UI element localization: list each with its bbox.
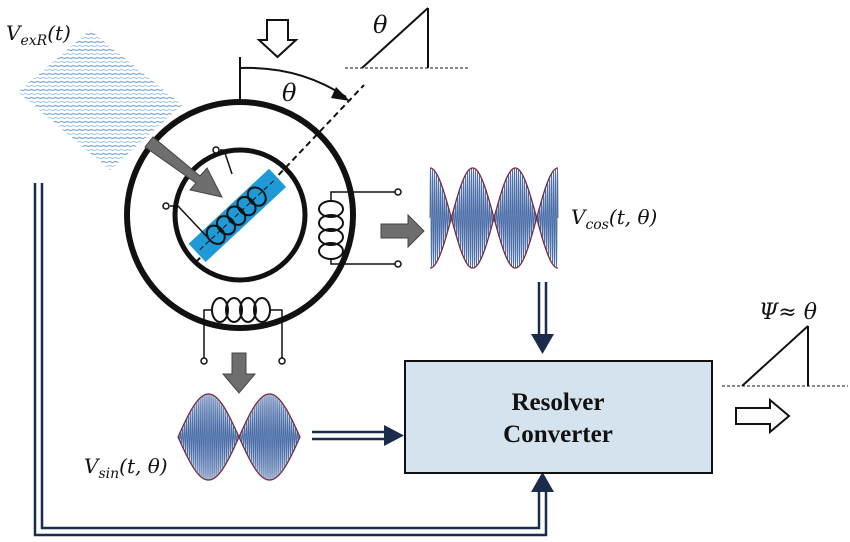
cos-waveform — [429, 167, 559, 269]
sin-waveform — [177, 393, 301, 481]
excitation-input-arrow — [144, 136, 223, 198]
sin-signal-label: Vsin(t, θ) — [84, 454, 168, 482]
output-ramp — [722, 325, 848, 387]
sin-output-arrow — [221, 352, 257, 394]
sin-to-converter-line — [312, 425, 404, 446]
sin-stator-coil — [200, 297, 286, 365]
hollow-output-arrow — [735, 397, 791, 435]
excitation-label: VexR(t) — [6, 21, 71, 49]
stator-ring — [124, 99, 356, 331]
theta-top-label: θ — [373, 11, 388, 39]
rotor-leads — [162, 146, 233, 241]
theta-ramp-top — [345, 7, 470, 69]
excitation-to-converter-line — [33, 183, 554, 537]
rotor-winding — [188, 168, 287, 263]
arc-arrowhead — [331, 87, 350, 101]
cos-stator-coil — [318, 188, 402, 268]
converter-label-line1: Resolver — [511, 389, 604, 416]
cos-to-converter-line — [531, 282, 554, 354]
resolver-converter-block — [404, 360, 713, 474]
hollow-down-arrow-top — [256, 19, 299, 59]
converter-label-line2: Converter — [503, 421, 613, 448]
output-angle-label: Ψ≈ θ — [759, 300, 817, 325]
cos-output-arrow — [380, 213, 425, 249]
cos-signal-label: Vcos(t, θ) — [571, 205, 657, 233]
theta-angle-label: θ — [282, 79, 297, 107]
